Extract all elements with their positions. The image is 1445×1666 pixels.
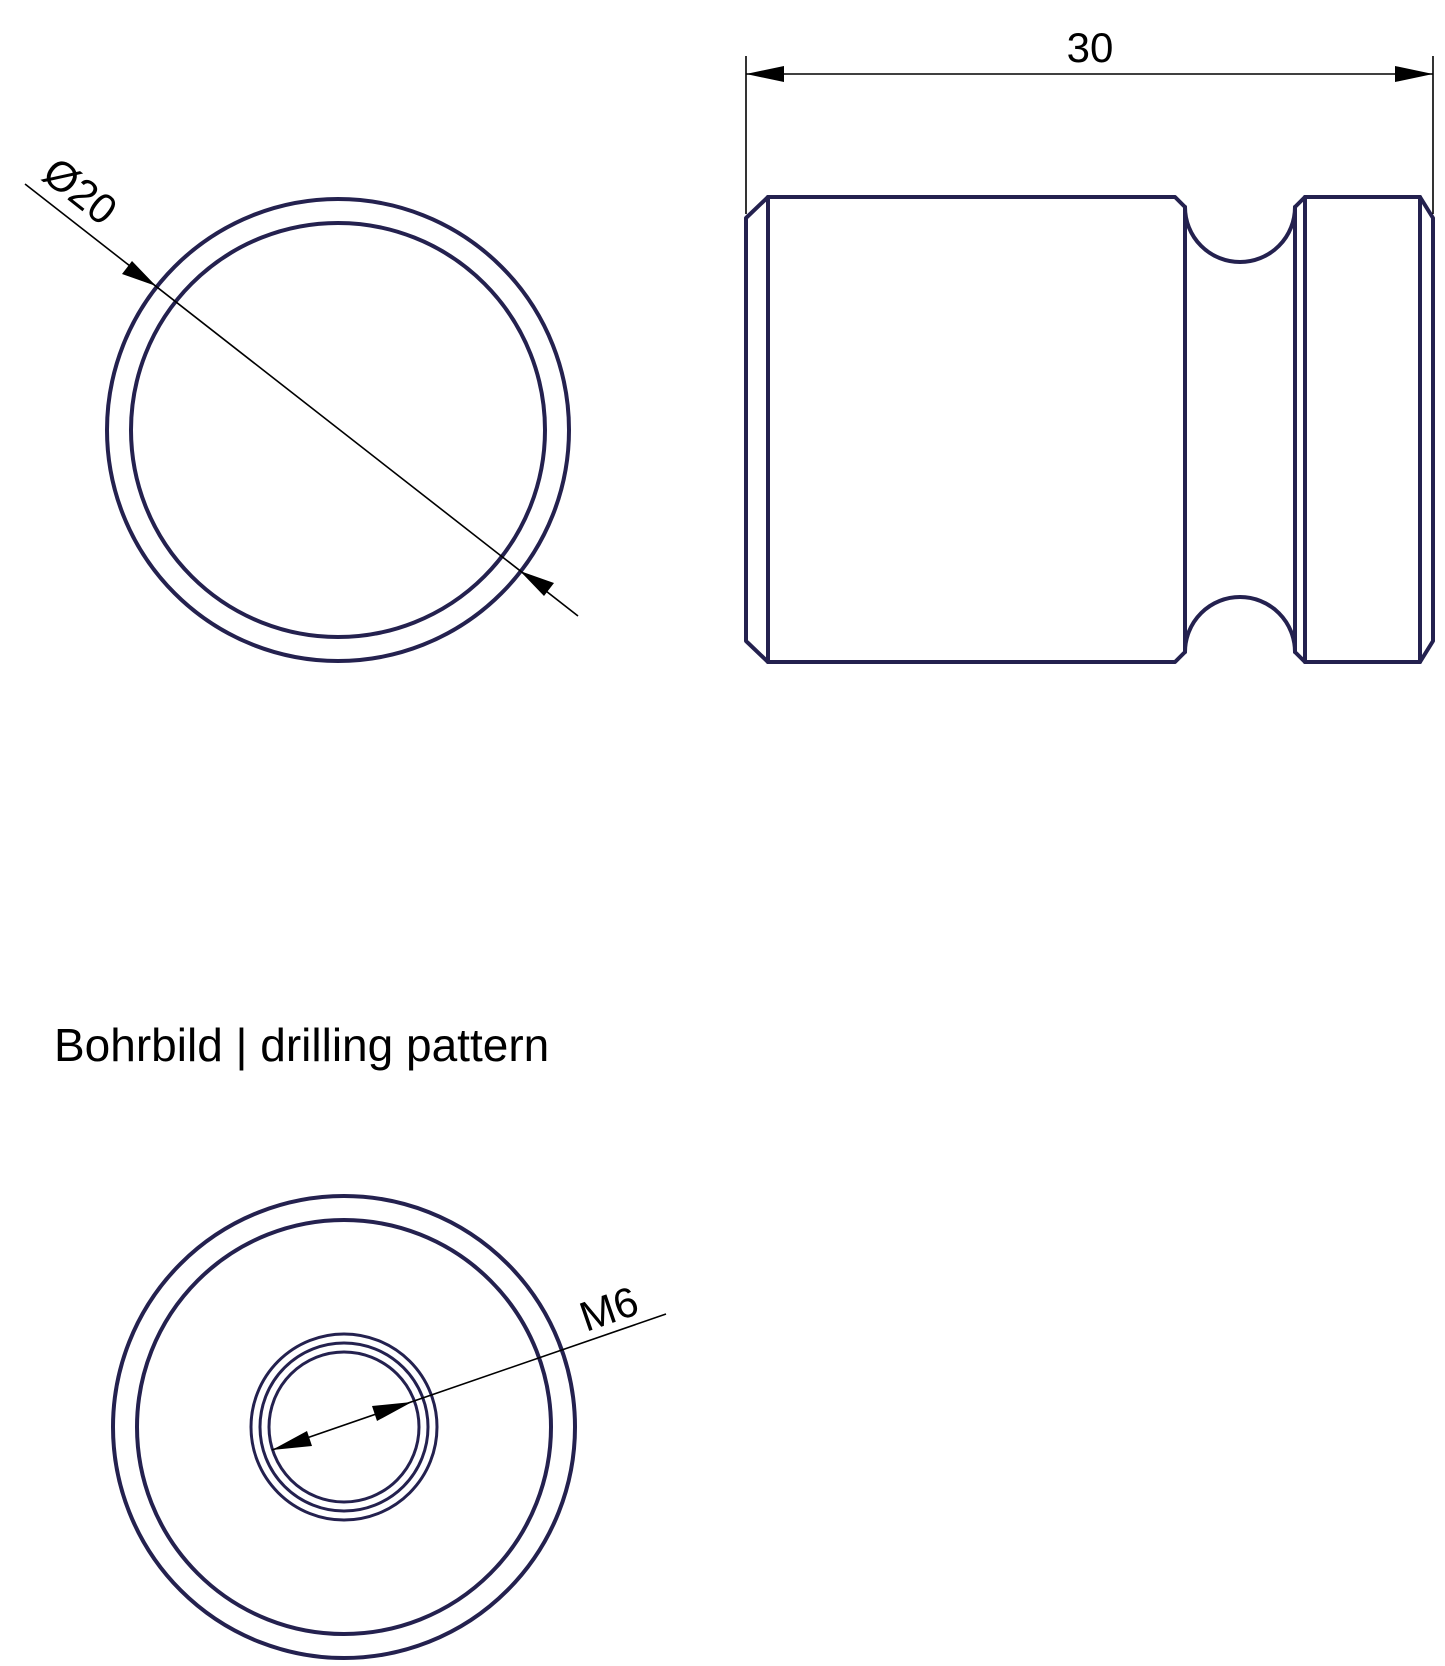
thread-arrow-left [272, 1431, 312, 1450]
side-view-outline [744, 195, 1435, 664]
length-dimension: 30 [745, 24, 1434, 214]
thread-dimension-line [271, 1313, 667, 1451]
drilling-outer-circle [111, 1194, 577, 1660]
diameter-dimension-line [24, 183, 579, 617]
thread-outer-circle [249, 1332, 439, 1522]
thread-inner-circle [267, 1350, 421, 1504]
thread-dimension: M6 [271, 1277, 667, 1451]
diameter-label: Ø20 [34, 148, 125, 234]
thread-arrow-right [372, 1402, 412, 1421]
drilling-pattern-caption: Bohrbild | drilling pattern [54, 1019, 550, 1071]
diameter-arrow-bottom [520, 571, 554, 596]
length-arrow-left [746, 66, 784, 82]
drilling-inner-circle [135, 1218, 553, 1636]
thread-label: M6 [574, 1277, 644, 1340]
drilling-pattern-view: M6 [111, 1194, 667, 1660]
length-label: 30 [1067, 24, 1114, 71]
front-view-outer-circle [105, 197, 571, 663]
diameter-arrow-top [122, 261, 156, 286]
thread-middle-circle [258, 1341, 430, 1513]
length-arrow-right [1395, 66, 1433, 82]
front-view-inner-circle [129, 221, 547, 639]
side-view: 30 [744, 24, 1435, 664]
diameter-dimension: Ø20 [24, 148, 579, 617]
front-view: Ø20 [24, 148, 579, 663]
